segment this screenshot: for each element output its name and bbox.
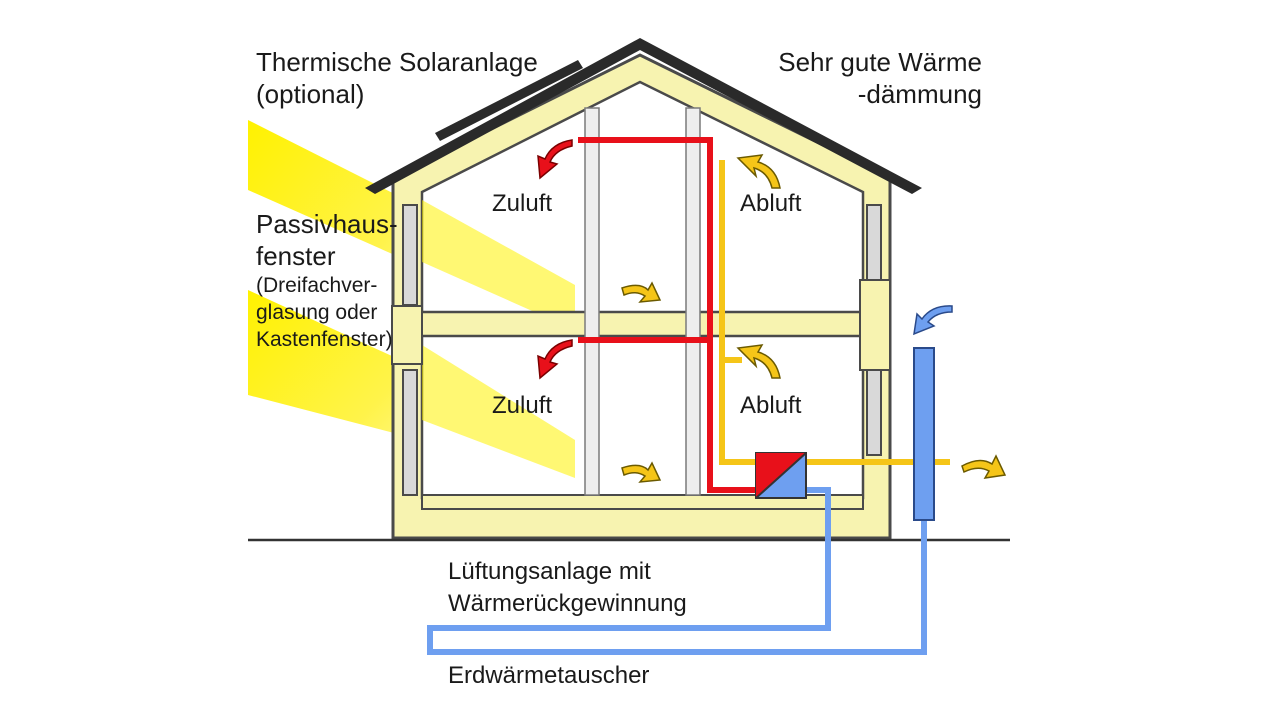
exhaust-arrow-icon <box>736 154 781 189</box>
outgoing-air-arrow-icon <box>961 454 1007 479</box>
flow-arrow-icon <box>621 281 662 303</box>
window-right-upper <box>866 204 882 281</box>
fresh-air-arrow-icon <box>913 305 953 336</box>
supply-air-duct <box>578 137 756 493</box>
room-label-upper-right: Abluft <box>740 190 802 217</box>
insulation-label: Sehr gute Wärme -dämmung <box>778 47 982 109</box>
window-left-upper <box>402 204 418 306</box>
room-label-lower-left: Zuluft <box>492 392 553 419</box>
window-box-left <box>391 305 423 365</box>
room-label-lower-right: Abluft <box>740 392 802 419</box>
flow-arrow-icon <box>621 461 662 483</box>
heat-exchanger <box>755 452 807 499</box>
ventilation-label: Lüftungsanlage mit Wärmerückgewinnung <box>448 558 687 617</box>
solar-panel <box>435 60 583 141</box>
window-box-right <box>859 279 891 371</box>
window-left-lower <box>402 369 418 496</box>
room-label-upper-left: Zuluft <box>492 190 553 217</box>
floor-slab <box>410 310 879 338</box>
window-right-lower <box>866 369 882 456</box>
exhaust-arrow-icon <box>736 344 781 379</box>
window-label: Passivhaus- fenster (Dreifachver- glasun… <box>256 209 398 351</box>
solar-label: Thermische Solaranlage (optional) <box>256 47 538 109</box>
base-slab <box>421 494 864 510</box>
supply-arrow-icon <box>537 339 573 380</box>
ground-exchanger-label: Erdwärmetauscher <box>448 662 650 689</box>
supply-arrow-icon <box>537 139 573 180</box>
air-intake-tower <box>913 347 935 521</box>
ground-heat-exchanger-pipe <box>427 487 927 655</box>
